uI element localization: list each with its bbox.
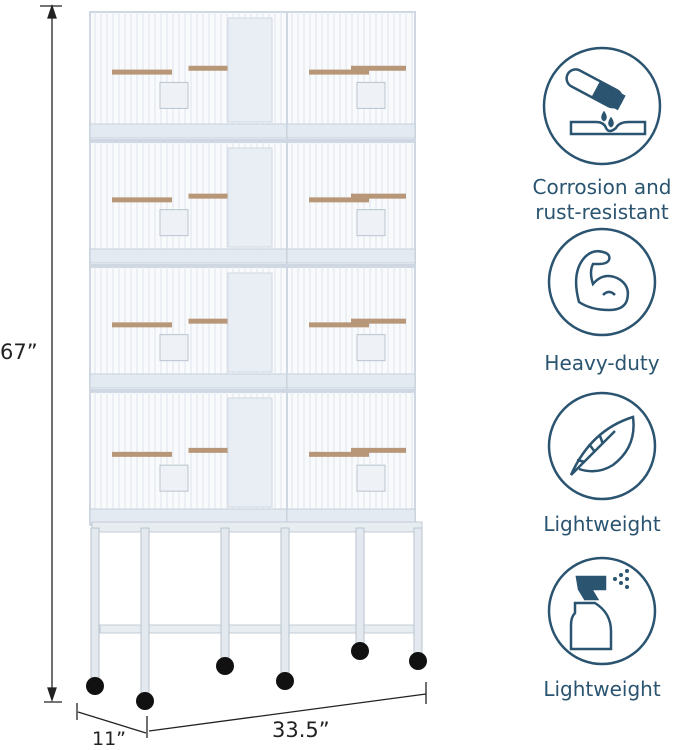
cage-compartment [286,266,416,391]
caster-wheel [409,652,427,670]
caster-wheel [136,692,154,710]
stand-leg [90,527,100,679]
stand-leg [220,527,230,659]
perch [112,451,172,457]
feature-label: Lightweight [525,512,679,537]
stacked-bird-cage [86,11,427,710]
width-depth-dimension-lines [76,682,427,738]
feeder [159,334,189,362]
feeder [356,334,386,362]
stand-leg [280,527,290,674]
feature-label-line: Heavy-duty [544,351,660,375]
feeder [356,209,386,237]
perch [309,451,369,457]
perch [112,69,172,75]
depth-label: 11” [92,728,127,750]
cage-compartment [286,11,416,141]
cage-tray [89,248,288,264]
flexed-arm-icon [547,227,657,337]
divider-panel [227,397,273,508]
perch [112,322,172,328]
feature-label: Corrosion and rust-resistant [525,175,679,225]
caster-wheel [216,657,234,675]
cage-tray [89,373,288,389]
perch [188,65,244,71]
perch [309,197,369,203]
perch [188,193,244,199]
caster-wheel [276,672,294,690]
cage-compartment [286,391,416,526]
cage-tray [286,123,416,139]
stand-leg [355,527,365,644]
perch [188,447,244,453]
spray-bottle-icon [547,556,657,666]
feather-icon [547,391,657,501]
feature-lightweight-spray: Lightweight [525,555,679,702]
feature-corrosion-resistant: Corrosion and rust-resistant [525,45,679,225]
divider-panel [227,272,273,373]
feeder [356,81,386,109]
feeder [356,464,386,492]
stand-leg [140,527,150,694]
perch [309,69,369,75]
divider-panel [227,17,273,123]
cage-tray [286,248,416,264]
divider-panel [227,147,273,248]
cage-tray [286,508,416,524]
caster-wheel [351,642,369,660]
perch [351,447,406,453]
feature-label-line: rust-resistant [535,200,669,224]
cage-tray [89,123,288,139]
height-label: 67” [0,340,38,364]
feeder [159,464,189,492]
perch [188,318,244,324]
feature-heavy-duty: Heavy-duty [525,227,679,376]
feature-label: Heavy-duty [525,351,679,376]
feature-label-line: Lightweight [543,512,661,536]
feature-label-line: Lightweight [543,677,661,701]
feature-label-line: Corrosion and [532,175,672,199]
caster-wheel [86,677,104,695]
feeder [159,209,189,237]
cage-tray [286,373,416,389]
perch [351,318,406,324]
stand-top-frame [91,521,423,533]
perch [351,193,406,199]
corrosion-test-tube-icon [542,46,662,166]
cage-tray [89,508,288,524]
width-label: 33.5” [272,718,330,742]
stand-leg [413,527,423,654]
feeder [159,81,189,109]
cage-compartment [286,141,416,266]
perch [309,322,369,328]
perch [112,197,172,203]
height-dimension-line [40,3,62,703]
feature-label: Lightweight [525,677,679,702]
perch [351,65,406,71]
feature-lightweight-feather: Lightweight [525,390,679,537]
